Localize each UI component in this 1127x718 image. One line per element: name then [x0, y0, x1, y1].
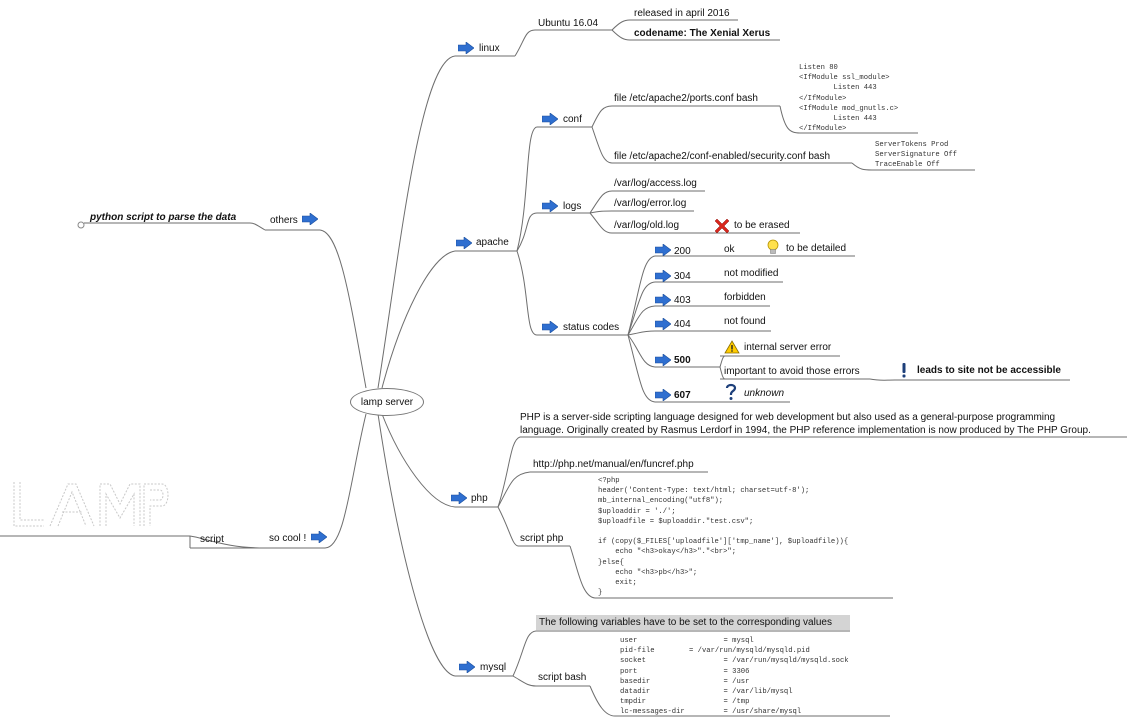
arrow-icon: [311, 531, 327, 543]
status-code-403[interactable]: 403: [674, 295, 691, 306]
arrow-icon: [655, 354, 671, 366]
arrow-icon: [655, 389, 671, 401]
apache-status-codes[interactable]: status codes: [563, 322, 620, 333]
log-error[interactable]: /var/log/error.log: [614, 198, 687, 209]
conf-security-code: ServerTokens Prod ServerSignature Off Tr…: [875, 141, 957, 170]
status-code-304[interactable]: 304: [674, 271, 691, 282]
arrow-icon: [302, 213, 318, 225]
php-description-line2: language. Originally created by Rasmus L…: [520, 425, 1091, 436]
conf-security-file[interactable]: file /etc/apache2/conf-enabled/security.…: [614, 151, 831, 162]
connector-root-php: [381, 413, 456, 508]
status-code-607[interactable]: 607: [674, 390, 691, 401]
arrow-icon: [542, 113, 558, 125]
connector-root-others: [319, 229, 367, 389]
arrow-icon: [458, 42, 474, 54]
arrow-icon: [456, 237, 472, 249]
status-subnote-500[interactable]: leads to site not be accessible: [917, 365, 1061, 376]
mysql-note[interactable]: The following variables have to be set t…: [539, 617, 832, 628]
status-code-404[interactable]: 404: [674, 319, 691, 330]
arrow-icon: [542, 321, 558, 333]
php-script-code: <?php header('Content-Type: text/html; c…: [598, 477, 849, 598]
linux-codename[interactable]: codename: The Xenial Xerus: [634, 28, 771, 39]
log-old[interactable]: /var/log/old.log: [614, 220, 680, 231]
conf-ports-file[interactable]: file /etc/apache2/ports.conf bash: [614, 93, 758, 104]
status-note-200[interactable]: to be detailed: [786, 243, 847, 254]
linux-version[interactable]: Ubuntu 16.04: [538, 18, 599, 29]
status-code-500[interactable]: 500: [674, 355, 691, 366]
red-cross-icon: [714, 218, 730, 234]
mysql-note-highlight: [536, 615, 850, 630]
arrow-icon: [655, 318, 671, 330]
arrow-icon: [542, 200, 558, 212]
root-node[interactable]: lamp server: [350, 388, 424, 416]
branch-script[interactable]: script: [200, 534, 224, 545]
arrow-icon: [655, 270, 671, 282]
connector-root-linux: [377, 55, 456, 389]
php-link[interactable]: http://php.net/manual/en/funcref.php: [533, 459, 694, 470]
status-text-200[interactable]: ok: [724, 244, 735, 255]
branch-others[interactable]: others: [270, 215, 298, 226]
apache-logs[interactable]: logs: [563, 201, 582, 212]
status-text-304[interactable]: not modified: [724, 268, 779, 279]
connector-root-mysql: [377, 413, 456, 677]
mysql-config-code: user = mysql pid-file = /var/run/mysqld/…: [620, 637, 849, 717]
status-text-404[interactable]: not found: [724, 316, 766, 327]
branch-php[interactable]: php: [471, 493, 488, 504]
status-code-200[interactable]: 200: [674, 246, 691, 257]
branch-linux[interactable]: linux: [479, 43, 500, 54]
script-so-cool[interactable]: so cool !: [269, 533, 307, 544]
log-erase-note[interactable]: to be erased: [734, 220, 790, 231]
warning-icon: [724, 340, 740, 354]
arrow-icon: [451, 492, 467, 504]
exclamation-icon: [902, 363, 906, 378]
status-text-500[interactable]: internal server error: [744, 342, 832, 353]
arrow-icon: [459, 661, 475, 673]
status-sub-500[interactable]: important to avoid those errors: [724, 366, 860, 377]
apache-conf[interactable]: conf: [563, 114, 582, 125]
php-script-label[interactable]: script php: [520, 533, 564, 544]
linux-released[interactable]: released in april 2016: [634, 8, 730, 19]
branch-apache[interactable]: apache: [476, 237, 509, 248]
connector-root-script: [324, 413, 367, 549]
conf-ports-code: Listen 80 <IfModule ssl_module> Listen 4…: [799, 64, 899, 134]
others-end-dot: [77, 221, 85, 229]
lamp-ascii-logo: [13, 482, 169, 527]
branch-mysql[interactable]: mysql: [480, 662, 507, 673]
connector-root-apache: [381, 250, 456, 389]
php-description-line1: PHP is a server-side scripting language …: [520, 412, 1056, 423]
arrow-icon: [655, 294, 671, 306]
lightbulb-icon: [767, 239, 779, 254]
others-python-script[interactable]: python script to parse the data: [90, 212, 237, 223]
arrow-icon: [655, 244, 671, 256]
mysql-script-label[interactable]: script bash: [538, 672, 587, 683]
log-access[interactable]: /var/log/access.log: [614, 178, 697, 189]
status-text-607[interactable]: unknown: [744, 388, 785, 399]
question-icon: [725, 383, 737, 400]
status-text-403[interactable]: forbidden: [724, 292, 766, 303]
